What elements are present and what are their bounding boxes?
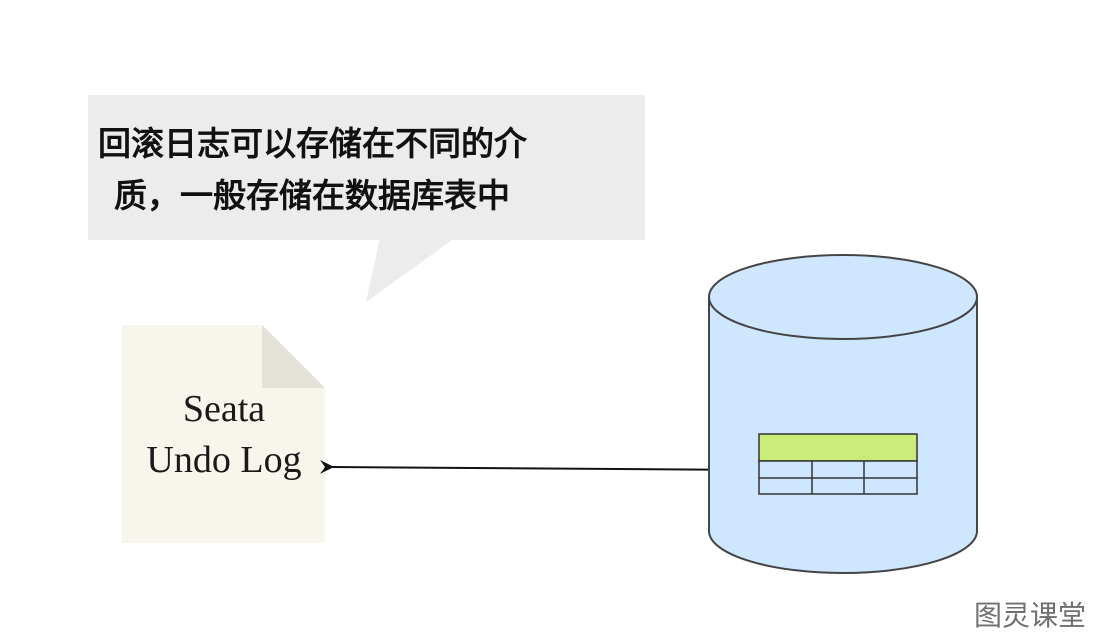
document-title-line-2: Undo Log: [146, 439, 301, 481]
database-cylinder: [708, 254, 978, 574]
speech-bubble: 回滚日志可以存储在不同的介 质，一般存储在数据库表中: [88, 95, 645, 302]
callout-line-1: 回滚日志可以存储在不同的介: [98, 124, 528, 163]
database-top: [708, 254, 978, 340]
document-title-line-1: Seata: [183, 388, 265, 430]
speech-bubble-tail: [366, 238, 455, 302]
watermark-text: 图灵课堂: [974, 599, 1086, 632]
undo-log-document: Seata Undo Log: [122, 325, 325, 543]
table-header-row: [758, 433, 918, 462]
arrow-table-to-document: [319, 459, 759, 474]
document-folded-corner: [262, 325, 325, 388]
callout-line-2: 质，一般存储在数据库表中: [114, 176, 510, 215]
undo-log-table: [758, 433, 918, 495]
speech-bubble-body: [88, 95, 645, 240]
